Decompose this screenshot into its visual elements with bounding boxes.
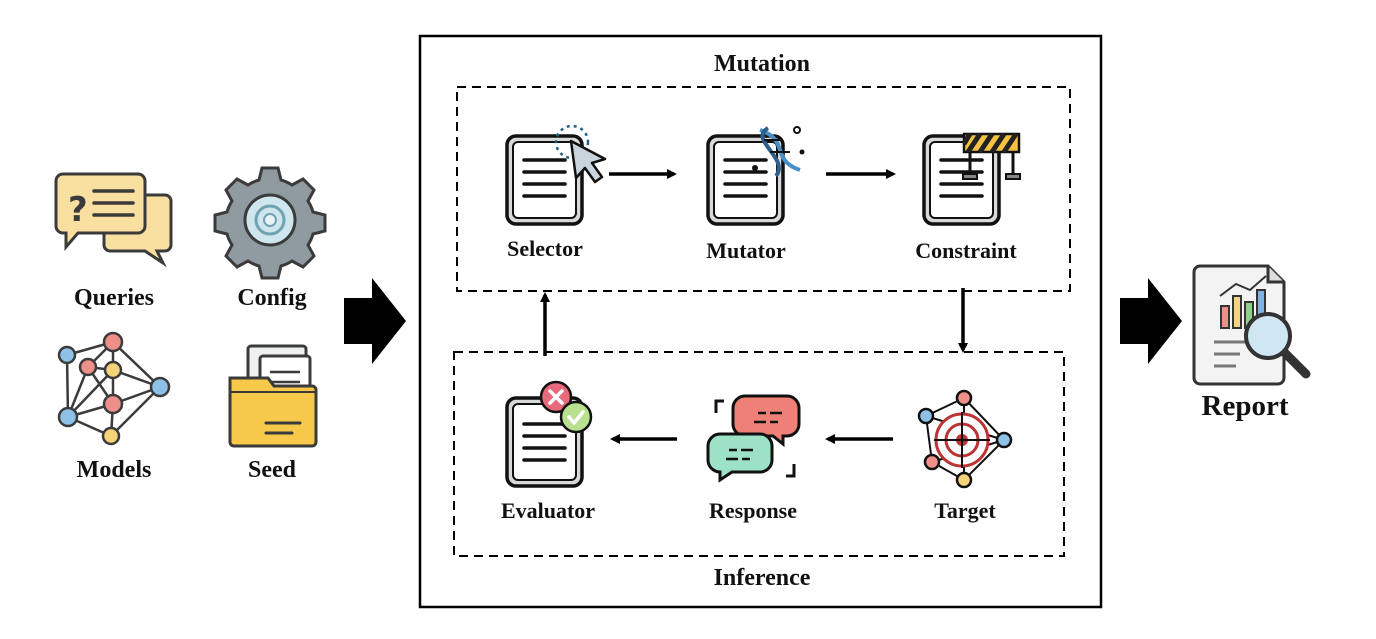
input-arrow xyxy=(344,278,406,364)
target-icon xyxy=(917,389,1013,489)
inference-box xyxy=(453,351,1065,557)
report-label: Report xyxy=(1201,390,1289,422)
mutator-icon xyxy=(706,126,805,226)
evaluator-label: Evaluator xyxy=(500,498,596,523)
response-icon xyxy=(706,394,801,483)
gear-icon xyxy=(213,166,327,280)
mutation-title: Mutation xyxy=(714,51,810,77)
config-label: Config xyxy=(237,285,307,311)
svg-text:?: ? xyxy=(68,190,88,230)
network-icon xyxy=(57,331,171,446)
queries-icon: ? xyxy=(54,172,173,268)
models-label: Models xyxy=(76,457,152,483)
response-label: Response xyxy=(708,498,798,523)
folder-icon xyxy=(228,344,318,448)
selector-label: Selector xyxy=(507,236,583,261)
output-arrow xyxy=(1120,278,1182,364)
constraint-label: Constraint xyxy=(915,238,1017,263)
report-icon xyxy=(1192,264,1311,386)
pipeline-frame xyxy=(418,34,1103,609)
target-label: Target xyxy=(934,498,996,523)
mutator-label: Mutator xyxy=(706,238,786,263)
constraint-icon xyxy=(922,132,1021,226)
mutation-box xyxy=(456,86,1071,292)
evaluator-icon xyxy=(505,380,593,488)
selector-icon xyxy=(505,124,607,226)
inference-title: Inference xyxy=(713,565,811,591)
queries-label: Queries xyxy=(74,285,154,311)
seed-label: Seed xyxy=(248,457,296,483)
